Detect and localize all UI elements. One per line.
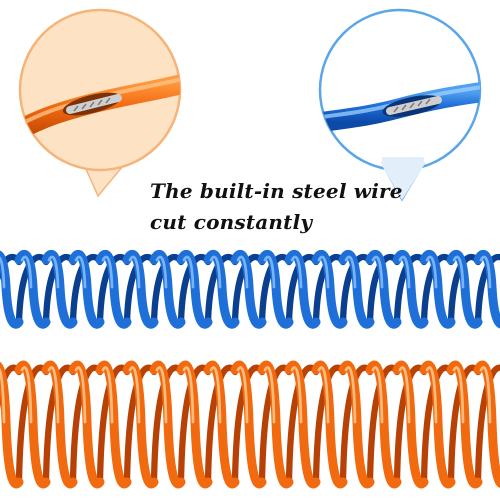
coil-highlight xyxy=(74,366,87,424)
coil-highlight xyxy=(290,366,303,424)
coil-front-strand xyxy=(149,249,186,329)
coil-front-strand xyxy=(284,249,321,329)
coil-front-strand xyxy=(392,249,429,329)
coil-highlight xyxy=(128,366,141,424)
coil-highlight xyxy=(425,255,438,289)
coil-front-strand xyxy=(284,360,321,489)
caption: The built-in steel wire cut constantly xyxy=(150,176,403,238)
coil-front-strand xyxy=(257,249,294,329)
coil-front-strand xyxy=(230,249,267,329)
coil-highlight xyxy=(425,366,438,424)
coil-front-strand xyxy=(14,360,51,489)
coil-front-strand xyxy=(122,249,159,329)
coil-highlight xyxy=(263,366,276,424)
coil-highlight xyxy=(263,255,276,289)
coil-front-strand xyxy=(392,360,429,489)
coil-highlight xyxy=(47,255,60,289)
coil-front-strand xyxy=(203,360,240,489)
coil-highlight xyxy=(101,255,114,289)
coil-front-strand xyxy=(473,360,500,489)
coil-highlight xyxy=(290,255,303,289)
coil-highlight xyxy=(155,255,168,289)
coil-front-strand xyxy=(176,360,213,489)
coil-front-strand xyxy=(365,249,402,329)
coil-front-strand xyxy=(338,249,375,329)
coil-highlight xyxy=(452,366,465,424)
coil-front-strand xyxy=(95,360,132,489)
coil-highlight xyxy=(479,366,492,424)
coil-front-strand xyxy=(365,360,402,489)
coil-highlight xyxy=(0,367,6,424)
coil-highlight xyxy=(0,256,6,289)
coil-front-strand xyxy=(0,250,24,329)
coil-front-strand xyxy=(122,360,159,489)
coil-highlight xyxy=(47,366,60,424)
coil-front-strand xyxy=(230,360,267,489)
coil-highlight xyxy=(398,255,411,289)
coil-front-strand xyxy=(446,360,483,489)
coil-front-strand xyxy=(203,249,240,329)
coil-front-strand xyxy=(446,249,483,329)
coil-highlight xyxy=(236,366,249,424)
blue-coiled-cable-icon xyxy=(0,249,500,329)
coil-highlight xyxy=(398,366,411,424)
coil-front-strand xyxy=(68,249,105,329)
coil-highlight xyxy=(317,366,330,424)
coil-front-strand xyxy=(14,249,51,329)
coil-highlight xyxy=(182,255,195,289)
coil-front-strand xyxy=(473,249,500,329)
coil-highlight xyxy=(20,366,33,424)
caption-line-2: cut constantly xyxy=(150,210,313,234)
coil-highlight xyxy=(209,366,222,424)
coil-highlight xyxy=(182,366,195,424)
coil-highlight xyxy=(344,366,357,424)
orange-cable-cut-closeup-icon xyxy=(18,8,182,198)
coil-front-strand xyxy=(338,360,375,489)
coil-highlight xyxy=(20,255,33,289)
coil-front-strand xyxy=(0,361,24,489)
coil-highlight xyxy=(317,255,330,289)
coil-highlight xyxy=(371,255,384,289)
blue-cable-cut-closeup-icon xyxy=(318,8,482,202)
coil-front-strand xyxy=(149,360,186,489)
coil-front-strand xyxy=(41,360,78,489)
coil-highlight xyxy=(209,255,222,289)
caption-line-1: The built-in steel wire xyxy=(150,179,403,203)
coil-highlight xyxy=(128,255,141,289)
coil-front-strand xyxy=(41,249,78,329)
coil-highlight xyxy=(452,255,465,289)
coil-highlight xyxy=(236,255,249,289)
coil-front-strand xyxy=(419,249,456,329)
coil-highlight xyxy=(74,255,87,289)
orange-coiled-cable-icon xyxy=(0,360,500,489)
coil-highlight xyxy=(371,366,384,424)
coil-front-strand xyxy=(95,249,132,329)
coil-highlight xyxy=(344,255,357,289)
coil-highlight xyxy=(479,255,492,289)
coil-front-strand xyxy=(419,360,456,489)
coil-front-strand xyxy=(311,360,348,489)
coil-front-strand xyxy=(68,360,105,489)
coil-front-strand xyxy=(257,360,294,489)
coil-front-strand xyxy=(311,249,348,329)
coil-front-strand xyxy=(176,249,213,329)
coil-highlight xyxy=(101,366,114,424)
coil-highlight xyxy=(155,366,168,424)
